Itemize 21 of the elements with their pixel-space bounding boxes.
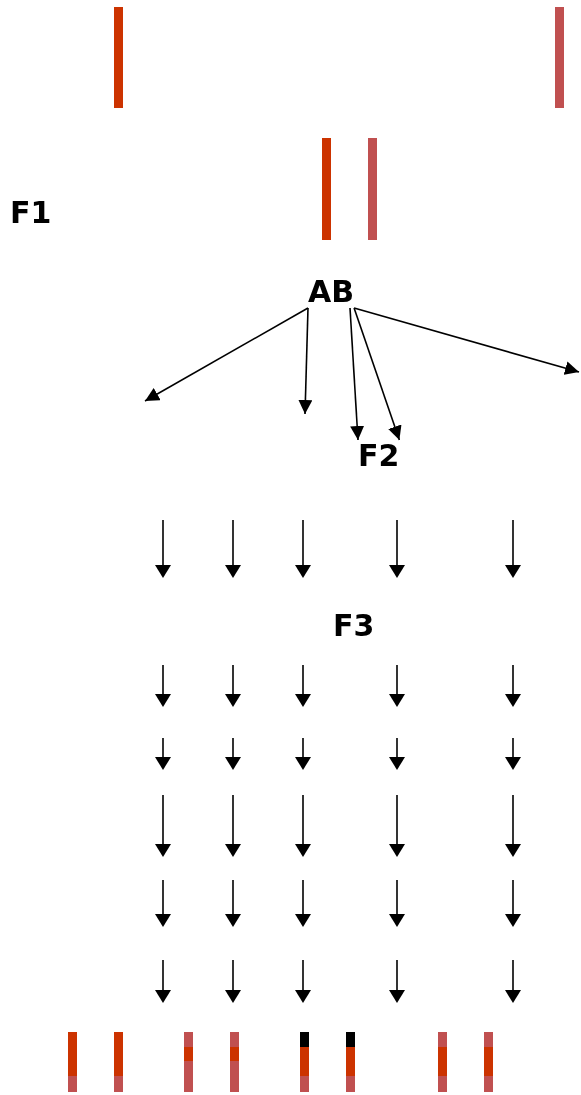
arrow <box>144 307 309 402</box>
generation-label: F1 <box>10 197 52 229</box>
chromosome-bar <box>114 7 123 108</box>
chromosome-bar <box>68 1032 77 1092</box>
chromosome-bar <box>484 1032 493 1092</box>
arrow <box>353 307 402 441</box>
generation-label: F2 <box>358 440 400 472</box>
chromosome-bar <box>346 1032 355 1092</box>
arrow <box>353 307 580 375</box>
chromosome-bar <box>300 1032 309 1092</box>
arrow <box>349 307 365 441</box>
arrow <box>298 307 313 415</box>
chromosome-bar <box>322 138 331 240</box>
chromosome-bar <box>368 138 377 240</box>
genotype-label: AB <box>308 276 355 308</box>
chromosome-bar <box>114 1032 123 1092</box>
chromosome-bar <box>230 1032 239 1092</box>
generation-label: F3 <box>333 610 375 642</box>
chromosome-bar <box>184 1032 193 1092</box>
chromosome-bar <box>555 7 564 108</box>
chromosome-bar <box>438 1032 447 1092</box>
